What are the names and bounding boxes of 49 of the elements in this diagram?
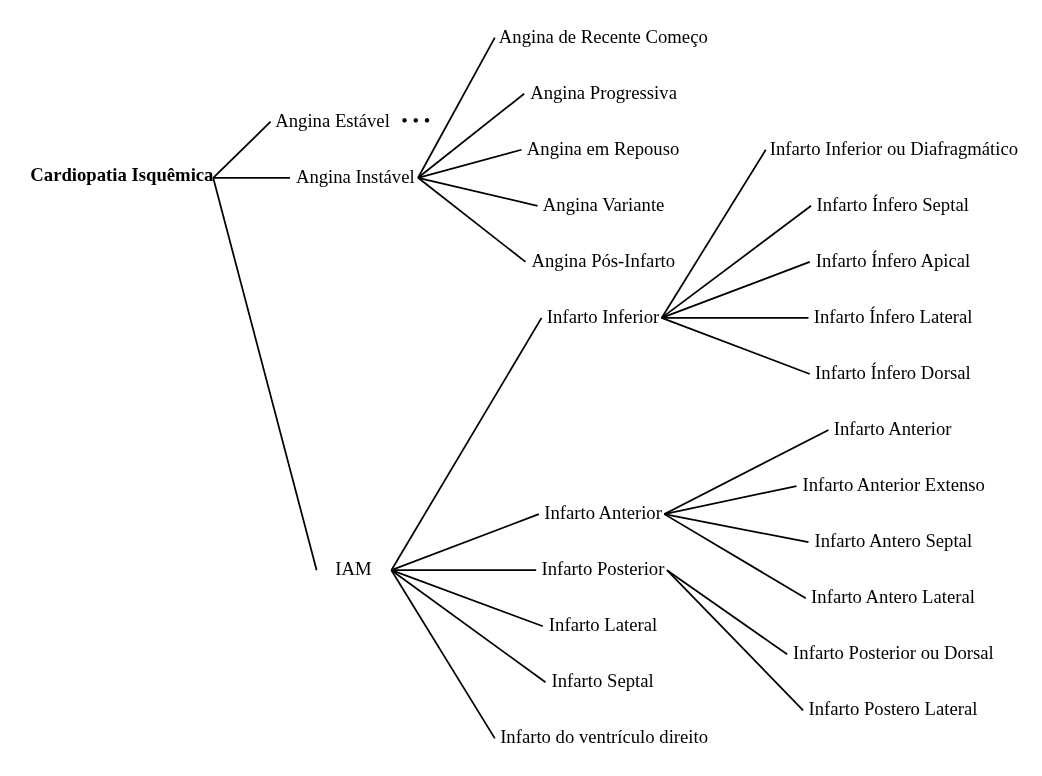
node-text: Angina Variante — [542, 193, 664, 215]
node-text: Infarto Inferior — [546, 305, 659, 327]
connector — [662, 513, 809, 543]
node-text: Infarto Antero Septal — [813, 530, 972, 552]
node-text: Infarto Ínfero Septal — [815, 193, 969, 215]
node-text: Infarto Anterior Extenso — [801, 474, 985, 496]
node-text: Infarto do ventrículo direito — [499, 726, 708, 748]
connector — [390, 569, 544, 628]
connector — [416, 176, 526, 263]
node-text: Angina em Repouso — [526, 137, 679, 159]
node-text: Infarto Posterior ou Dorsal — [792, 642, 994, 664]
connector — [416, 148, 522, 179]
node-text: Infarto Ínfero Lateral — [813, 305, 972, 327]
connector — [211, 176, 317, 572]
connector — [660, 261, 811, 319]
connector — [390, 569, 546, 684]
node-text: Infarto Inferior ou Diafragmático — [769, 137, 1018, 159]
connector — [390, 317, 542, 572]
node-text: Infarto Lateral — [548, 614, 657, 636]
connector — [660, 317, 811, 375]
node-text: Infarto Septal — [551, 670, 654, 692]
node-text: Infarto Anterior — [543, 502, 662, 524]
node-text: Angina Estável — [274, 110, 390, 132]
node-text: Infarto Antero Lateral — [810, 586, 975, 608]
node-text: Angina de Recente Começo — [498, 25, 708, 47]
node-text: Infarto Ínfero Apical — [815, 249, 970, 271]
connector — [390, 513, 540, 572]
node-text: Infarto Posterior — [541, 558, 664, 580]
connector — [662, 513, 807, 600]
node-text: IAM — [334, 558, 372, 580]
connector — [416, 176, 538, 207]
node-text: Angina Progressiva — [529, 81, 677, 103]
node-text: Infarto Postero Lateral — [807, 698, 977, 720]
node-text: Angina Instável — [295, 165, 415, 187]
connector — [390, 569, 496, 740]
node-label: • • • — [400, 110, 430, 132]
connector — [665, 569, 788, 656]
node-text: Infarto Anterior — [833, 417, 952, 439]
connector — [416, 92, 525, 179]
connector — [660, 204, 812, 319]
node-text: Infarto Ínfero Dorsal — [814, 361, 971, 383]
connector — [660, 317, 809, 319]
connector — [211, 120, 271, 179]
connector — [665, 569, 804, 712]
connector — [211, 176, 291, 179]
connector — [660, 148, 767, 319]
node-text: Angina Pós-Infarto — [531, 249, 675, 271]
node-text: Cardiopatia Isquêmica — [29, 164, 213, 186]
connector — [416, 36, 496, 179]
